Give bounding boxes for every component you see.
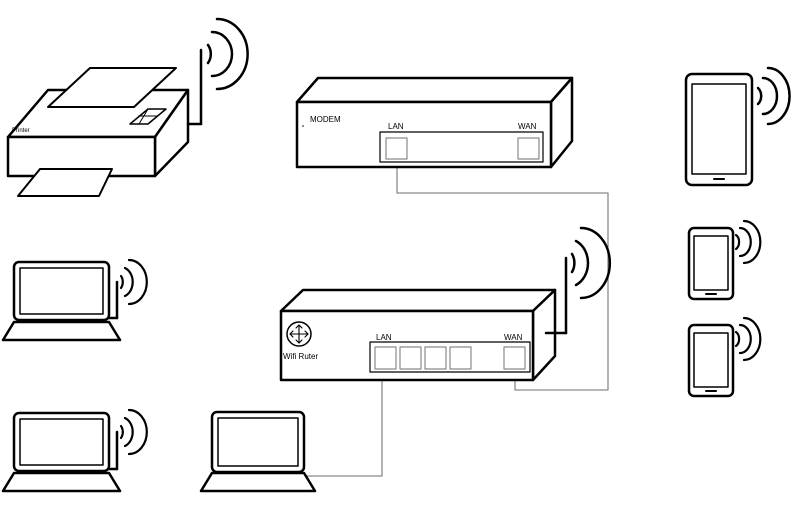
cables: [299, 159, 609, 477]
wifi-router-icon: Wifi Ruter LAN WAN: [279, 256, 568, 382]
wifi-signal-icon: [756, 66, 791, 126]
router-lan-label: LAN: [376, 333, 392, 342]
modem-icon: MODEM LAN WAN: [295, 76, 574, 169]
router-label: Wifi Ruter: [283, 352, 318, 361]
wifi-signal-icon: [206, 17, 249, 91]
router-lan-ports: [374, 346, 472, 370]
modem-label: MODEM: [310, 115, 341, 124]
wifi-signal-icon: [119, 258, 148, 306]
modem-wan-label: WAN: [518, 122, 537, 131]
router-arrows: [289, 324, 309, 344]
printer-label: Printer: [12, 128, 30, 134]
laptop-icon: [199, 410, 317, 493]
cable-router-to-laptop: [299, 370, 383, 477]
modem-lan-label: LAN: [388, 122, 404, 131]
wifi-signal-icon: [570, 226, 612, 300]
printer-icon: Printer: [6, 48, 203, 197]
cable-modem-to-router: [396, 159, 609, 391]
smartphone-icon: [687, 323, 735, 398]
smartphone-icon: [687, 226, 735, 301]
wifi-signal-icon: [734, 316, 762, 362]
wifi-signal-icon: [119, 408, 148, 456]
wifi-signal-icon: [734, 219, 762, 265]
modem-lan-port: [385, 137, 408, 160]
modem-wan-port: [517, 137, 540, 160]
router-wan-port: [503, 346, 526, 370]
laptop-icon: [1, 260, 122, 342]
tablet-icon: [684, 72, 754, 187]
laptop-icon: [1, 411, 122, 493]
router-wan-label: WAN: [504, 333, 523, 342]
